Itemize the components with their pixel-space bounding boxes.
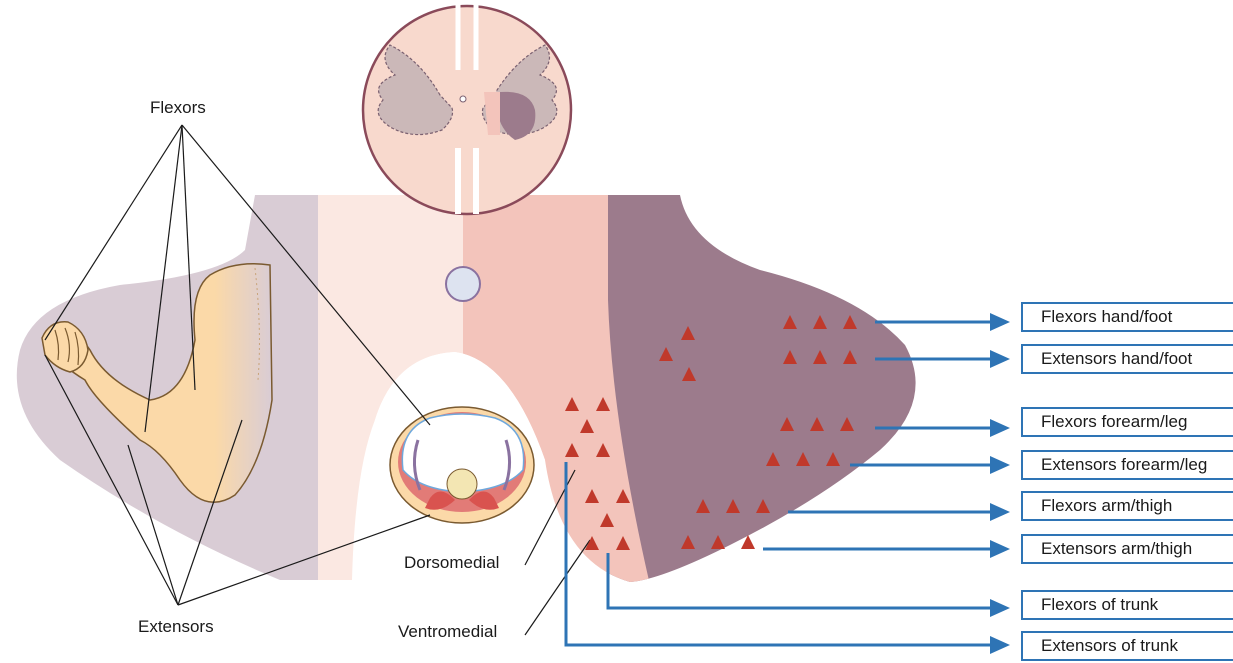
output-box-flexors-arm-thigh: Flexors arm/thigh bbox=[1021, 491, 1233, 521]
output-box-extensors-forearm-leg: Extensors forearm/leg bbox=[1021, 450, 1233, 480]
trunk-cross-section-icon bbox=[390, 407, 534, 523]
arrow-extensors-forearm-leg bbox=[850, 456, 1010, 474]
spinal-cord-cross-section-icon bbox=[363, 5, 571, 214]
arrow-extensors-arm-thigh bbox=[763, 540, 1010, 558]
output-box-flexors-forearm-leg: Flexors forearm/leg bbox=[1021, 407, 1233, 437]
output-box-extensors-of-trunk: Extensors of trunk bbox=[1021, 631, 1233, 661]
flexors-label: Flexors bbox=[150, 98, 206, 118]
output-box-extensors-arm-thigh: Extensors arm/thigh bbox=[1021, 534, 1233, 564]
ventromedial-label: Ventromedial bbox=[398, 622, 497, 642]
arrow-flexors-hand-foot bbox=[875, 313, 1010, 331]
output-box-flexors-hand-foot: Flexors hand/foot bbox=[1021, 302, 1233, 332]
spinal-cord-enlarged-section bbox=[0, 190, 928, 590]
output-box-extensors-hand-foot: Extensors hand/foot bbox=[1021, 344, 1233, 374]
arrow-flexors-arm-thigh bbox=[788, 503, 1010, 521]
output-box-flexors-of-trunk: Flexors of trunk bbox=[1021, 590, 1233, 620]
dorsomedial-label: Dorsomedial bbox=[404, 553, 499, 573]
extensors-label: Extensors bbox=[138, 617, 214, 637]
central-canal-icon bbox=[446, 267, 480, 301]
